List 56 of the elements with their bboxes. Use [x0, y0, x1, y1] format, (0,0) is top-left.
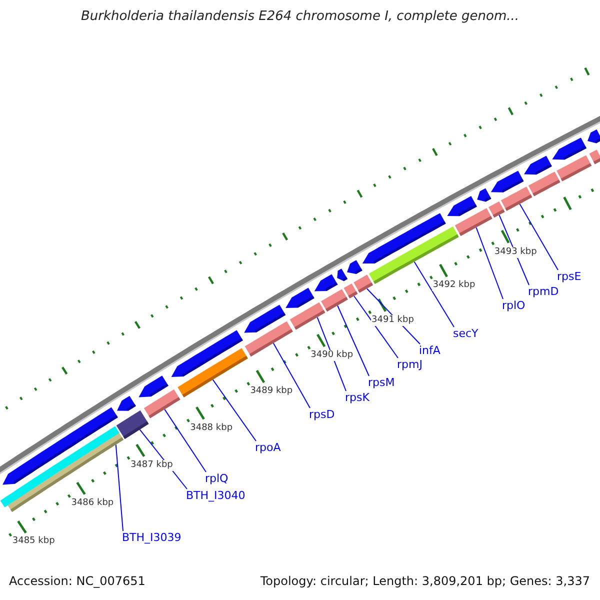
footer-text: Accession: NC_007651	[9, 574, 146, 588]
gene-block	[447, 196, 477, 216]
map-title: Burkholderia thailandensis E264 chromosome I, complete genom...	[80, 9, 520, 24]
gene-block	[117, 396, 136, 411]
gene-block	[490, 170, 524, 192]
gene-label: rpsK	[345, 391, 370, 404]
scale-label: 3486 kbp	[70, 498, 115, 509]
gene-block	[286, 288, 314, 308]
gene-block	[244, 304, 286, 333]
gene-block	[524, 156, 552, 175]
gene-bar	[354, 274, 373, 293]
gene-block	[337, 268, 348, 282]
gene-bar	[116, 410, 149, 439]
gene-block	[477, 188, 492, 202]
scale-label: 3491 kbp	[370, 314, 415, 326]
gene-label: BTH_I3040	[186, 489, 246, 502]
gene-block	[138, 376, 168, 398]
gene-block	[588, 129, 600, 144]
gene-bar	[488, 201, 505, 218]
gene-label: rpsM	[368, 376, 395, 389]
leader-line	[115, 444, 124, 532]
leader-line	[272, 342, 310, 408]
gene-label: rpsE	[557, 270, 582, 283]
gene-label: rplO	[502, 299, 526, 312]
gene-block	[2, 407, 118, 485]
footer-text: Topology: circular; Length: 3,809,201 bp; Genes: 3,337	[260, 574, 590, 588]
gene-bar	[589, 150, 600, 164]
gene-label: rpoA	[255, 441, 281, 454]
gene-bar	[321, 289, 348, 312]
gene-label: rplQ	[205, 472, 228, 485]
gene-label: rpmD	[528, 285, 559, 298]
leader-line	[414, 261, 454, 328]
scale-label: 3490 kbp	[310, 350, 354, 362]
scale-label: 3493 kbp	[493, 246, 538, 258]
leader-line	[354, 296, 398, 358]
gene-label: infA	[419, 344, 440, 357]
scale-label: 3485 kbp	[11, 536, 56, 548]
gene-label: secY	[453, 327, 478, 340]
gene-block	[362, 213, 446, 264]
gene-block	[347, 260, 362, 274]
leader-line	[476, 226, 504, 300]
leader-line	[337, 305, 370, 376]
scale-label: 3487 kbp	[129, 460, 174, 471]
gene-bar	[344, 284, 358, 298]
leader-line	[212, 379, 256, 442]
gene-block	[171, 330, 243, 377]
gene-block	[552, 138, 586, 160]
gene-label: rpsD	[309, 408, 335, 421]
scale-label: 3492 kbp	[432, 280, 476, 292]
gene-block	[314, 274, 338, 292]
leader-line	[164, 408, 206, 472]
leader-line	[519, 203, 558, 270]
scale-label: 3488 kbp	[189, 422, 234, 434]
gene-label: BTH_I3039	[122, 531, 182, 544]
scale-label: 3489 kbp	[249, 386, 294, 398]
gene-label: rpmJ	[397, 358, 422, 371]
